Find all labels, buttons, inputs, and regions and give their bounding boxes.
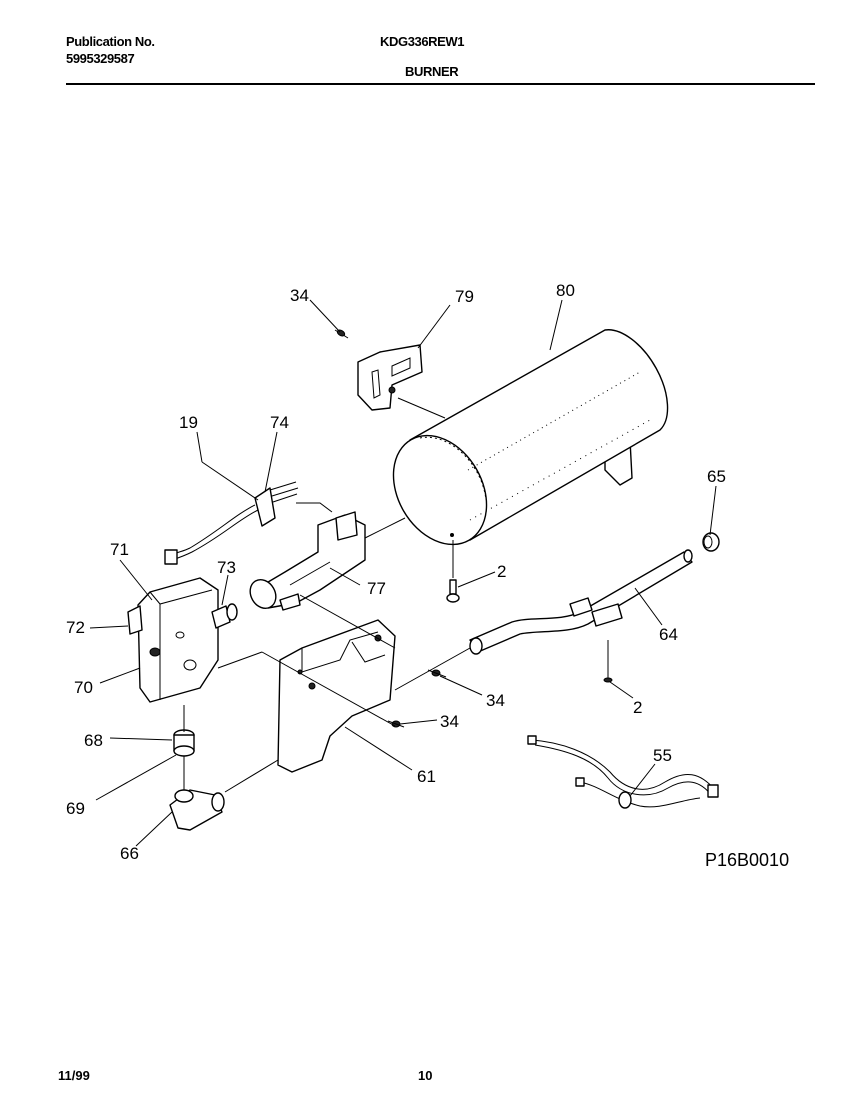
callout-77: 77	[367, 579, 386, 598]
callout-61: 61	[417, 767, 436, 786]
callout-65: 65	[707, 467, 726, 486]
callout-68: 68	[84, 731, 103, 750]
callout-74: 74	[270, 413, 289, 432]
footer-date: 11/99	[58, 1068, 90, 1083]
burner-tube-part	[249, 502, 366, 611]
mounting-bracket-part	[277, 619, 396, 773]
diagram-reference-code: P16B0010	[705, 850, 789, 870]
callout-69: 69	[66, 799, 85, 818]
footer-page-number: 10	[418, 1068, 433, 1083]
screw-part	[334, 329, 349, 339]
callout-72: 72	[66, 618, 85, 637]
flame-sensor-bracket-part	[357, 344, 423, 411]
screw-part	[387, 669, 447, 728]
combustion-chamber-part	[392, 329, 669, 546]
callout-2-lower: 2	[633, 698, 642, 717]
callout-34-lower: 34	[440, 712, 459, 731]
manifold-pipe-part	[469, 549, 693, 655]
screw-part	[603, 640, 613, 683]
callout-73: 73	[217, 558, 236, 577]
wire-harness-part	[527, 735, 719, 809]
flame-sensor-part	[164, 481, 299, 565]
callout-80: 80	[556, 281, 575, 300]
callout-71: 71	[110, 540, 129, 559]
header-divider	[66, 83, 815, 85]
model-number: KDG336REW1	[380, 34, 465, 49]
callout-55: 55	[653, 746, 672, 765]
callout-79: 79	[455, 287, 474, 306]
section-title: BURNER	[405, 64, 459, 79]
callout-70: 70	[74, 678, 93, 697]
callout-34-top: 34	[290, 286, 309, 305]
publication-label: Publication No.	[66, 34, 155, 49]
publication-number: 5995329587	[66, 51, 135, 66]
callout-66: 66	[120, 844, 139, 863]
callout-34-right: 34	[486, 691, 505, 710]
screw-part	[446, 540, 460, 603]
leader-lines	[89, 299, 717, 847]
callout-64: 64	[659, 625, 678, 644]
pipe-elbow-part	[169, 789, 225, 831]
callout-19: 19	[179, 413, 198, 432]
callout-2-upper: 2	[497, 562, 506, 581]
pipe-nipple-part	[173, 729, 195, 757]
gas-valve-part	[127, 577, 238, 703]
orifice-part	[702, 532, 720, 552]
